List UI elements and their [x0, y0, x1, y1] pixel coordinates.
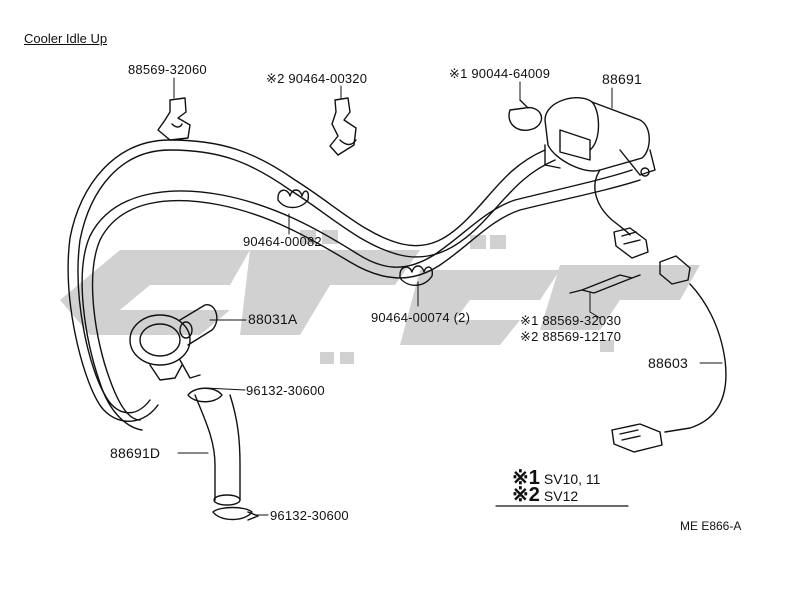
label-88569-12170: ※2 88569-12170 [520, 329, 622, 344]
clamp-96132-upper [187, 387, 223, 403]
harness-88603-wire [664, 283, 727, 433]
legend-text-1: SV10, 11 [543, 471, 601, 487]
label-90464-00074: 90464-00074 (2) [371, 310, 471, 325]
vsv-88031a [129, 304, 218, 381]
label-90464-00320: ※2 90464-00320 [266, 71, 368, 86]
label-88569-32030: ※1 88569-32030 [520, 313, 622, 328]
label-88691d: 88691D [110, 445, 161, 461]
harness-88603-connector [611, 423, 663, 453]
label-96132-30600-lower: 96132-30600 [270, 508, 349, 523]
leader-lines [173, 77, 723, 516]
legend-mark-2: ※2 [512, 484, 540, 506]
clip-90464-00074 [399, 265, 434, 286]
loop-hose-outer [91, 179, 641, 421]
clip-90464-00320 [329, 97, 357, 156]
diagram-title: Cooler Idle Up [24, 31, 108, 46]
label-88031a: 88031A [248, 311, 298, 327]
wire-vsv [594, 169, 631, 236]
bracket-88569-32060 [157, 97, 191, 141]
clip-90464-00082 [277, 189, 310, 209]
label-96132-30600-upper: 96132-30600 [246, 383, 325, 398]
connector-pair [613, 227, 691, 285]
loop-hose-inner [81, 169, 633, 431]
hose-88691d [194, 394, 241, 501]
diagram-code: ME E866-A [680, 519, 742, 533]
legend-text-2: SV12 [543, 488, 579, 504]
label-88691: 88691 [602, 71, 642, 87]
legend-mark-1: ※1 [512, 467, 540, 489]
watermark-logo [60, 230, 700, 364]
vsv-88691 [544, 97, 656, 177]
label-90464-00082: 90464-00082 [243, 234, 322, 249]
label-88569-32060: 88569-32060 [128, 62, 207, 77]
clamp-96132-bottom [212, 506, 259, 521]
label-90044-64009: ※1 90044-64009 [449, 66, 551, 81]
main-hose-outer [77, 149, 556, 414]
main-hose-inner [67, 139, 546, 422]
clamp-band-90044-64009 [508, 99, 543, 131]
label-88603: 88603 [648, 355, 688, 371]
